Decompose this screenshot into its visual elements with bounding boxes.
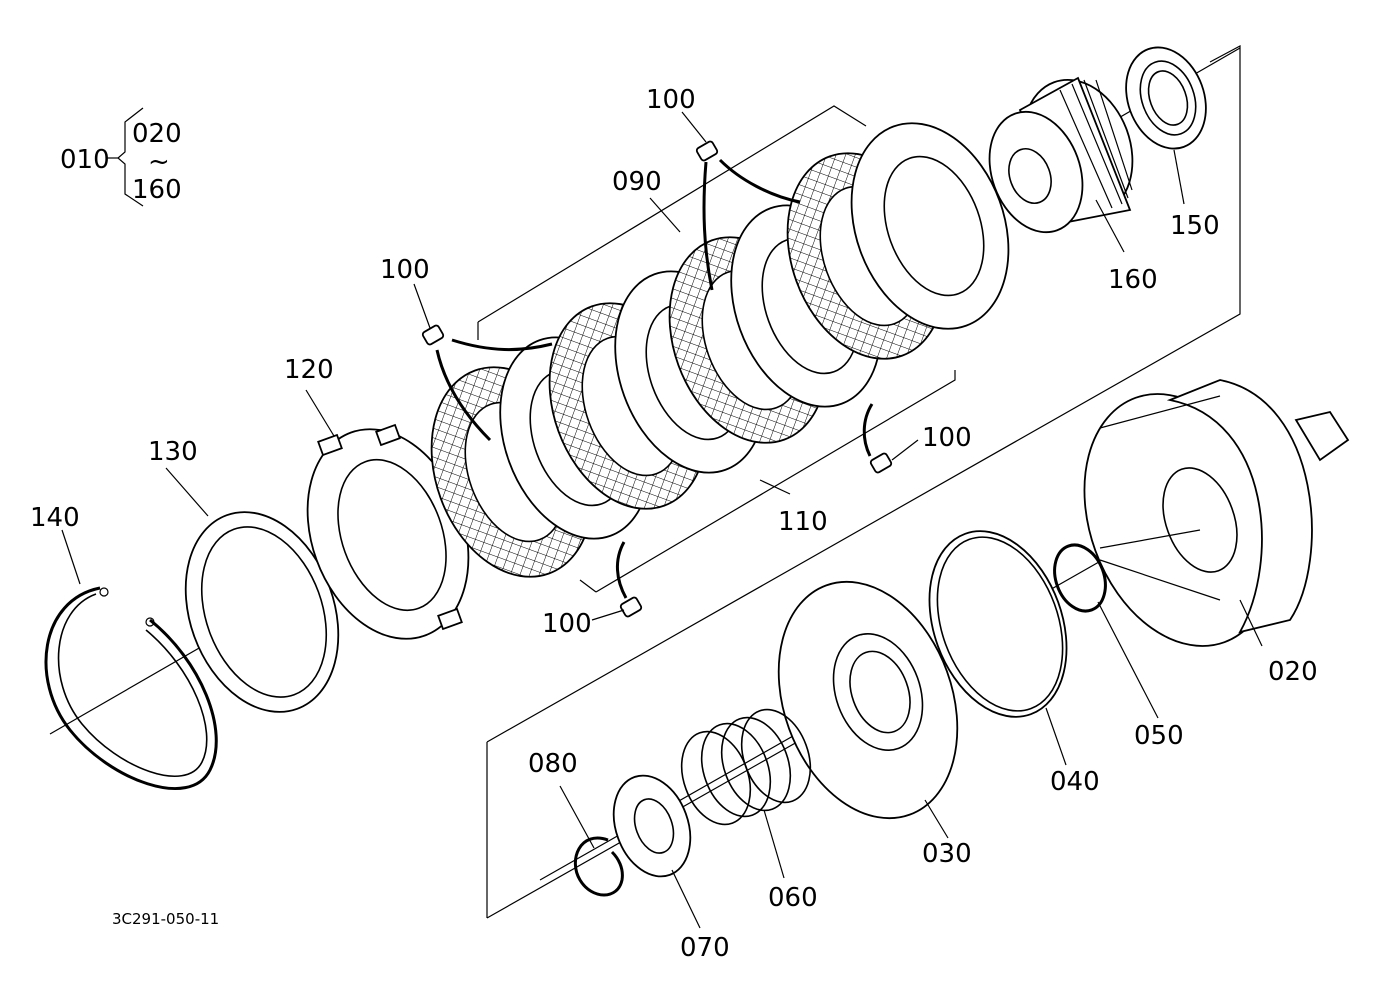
callout-060: 060 bbox=[768, 883, 818, 913]
leader-lines bbox=[61, 111, 1263, 929]
part-090-steel-plate-4 bbox=[850, 122, 1010, 330]
callout-130: 130 bbox=[148, 437, 198, 467]
part-140-snap-ring bbox=[44, 586, 218, 790]
callout-100-bottom: 100 bbox=[542, 609, 592, 639]
part-020-clutch-housing bbox=[1083, 379, 1350, 647]
callout-140: 140 bbox=[30, 503, 80, 533]
part-040-seal-ring bbox=[928, 530, 1068, 718]
assembly-range-end: 160 bbox=[132, 175, 182, 205]
part-150-bearing bbox=[1125, 46, 1207, 150]
callout-100-top: 100 bbox=[646, 85, 696, 115]
callout-labels: 020 030 040 050 060 070 080 090 100 100 … bbox=[30, 85, 1318, 963]
part-080-snap-ring bbox=[573, 836, 624, 897]
part-030-piston bbox=[777, 580, 959, 820]
callout-080: 080 bbox=[528, 749, 578, 779]
assembly-number: 010 bbox=[60, 145, 110, 175]
assembly-range-start: 020 bbox=[132, 119, 182, 149]
group-brackets bbox=[477, 45, 1241, 919]
callout-160: 160 bbox=[1108, 265, 1158, 295]
reference-code: 3C291-050-11 bbox=[112, 910, 219, 928]
part-100-pins bbox=[421, 140, 893, 618]
callout-020: 020 bbox=[1268, 657, 1318, 687]
callout-050: 050 bbox=[1134, 721, 1184, 751]
part-050-o-ring bbox=[1053, 543, 1107, 613]
callout-150: 150 bbox=[1170, 211, 1220, 241]
assembly-bracket: 010 020 ~ 160 bbox=[60, 107, 182, 207]
assembly-range-sep: ~ bbox=[148, 147, 170, 177]
callout-100-right: 100 bbox=[922, 423, 972, 453]
callout-110: 110 bbox=[778, 507, 828, 537]
callout-120: 120 bbox=[284, 355, 334, 385]
callout-070: 070 bbox=[680, 933, 730, 963]
part-060-springs bbox=[680, 708, 812, 826]
callout-040: 040 bbox=[1050, 767, 1100, 797]
part-160-hub bbox=[988, 76, 1134, 234]
callout-100-left: 100 bbox=[380, 255, 430, 285]
callout-090: 090 bbox=[612, 167, 662, 197]
part-070-washer bbox=[612, 774, 692, 878]
part-120-steel-plate bbox=[306, 423, 470, 640]
callout-030: 030 bbox=[922, 839, 972, 869]
